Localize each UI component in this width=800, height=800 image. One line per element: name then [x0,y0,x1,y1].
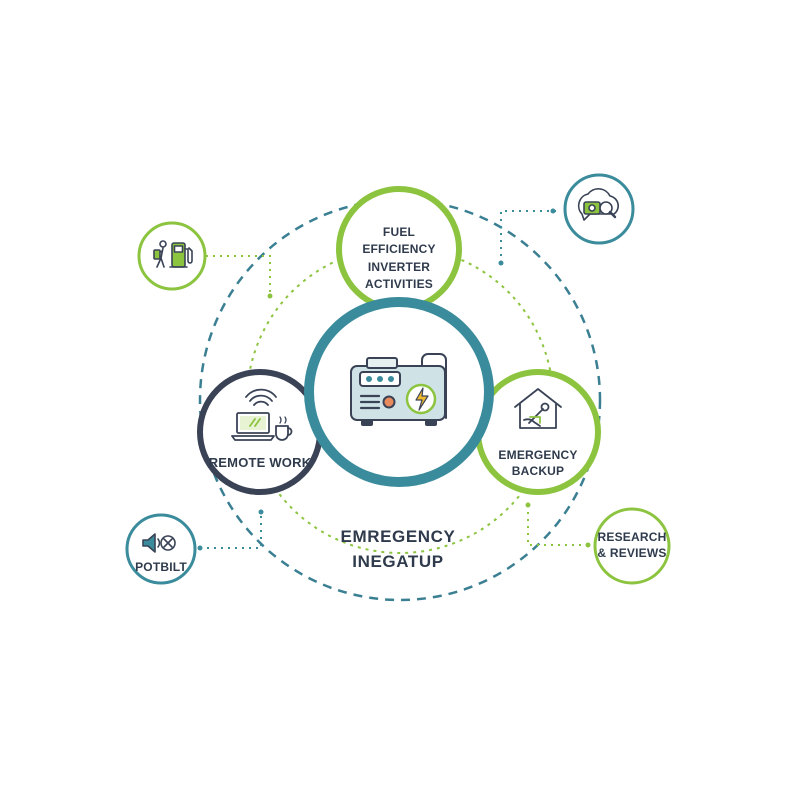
connector-dot [498,260,504,266]
center-label-line1: EMREGENCY [341,527,456,546]
fuel-label-line2: EFFICIENCY [362,242,435,256]
remote-work-label: REMOTE WORK [209,455,312,470]
outer-orbit-ring [198,198,602,602]
connector-dot [585,542,591,548]
quiet-label: POTBILT [135,560,187,574]
connector-dot [267,293,273,299]
satellite-search[interactable] [563,173,635,245]
node-remote-work[interactable]: REMOTE WORK [197,369,323,495]
node-fuel-efficiency[interactable]: FUEL EFFICIENCY INVERTER ACTIVITIES [336,186,462,312]
fuel-label-line1: FUEL [383,225,415,239]
fuel-label-line3: INVERTER [368,260,430,274]
speaker-mute-icon [142,533,176,553]
backup-label-line1: EMERGENCY [498,448,577,462]
connector-reviews [527,505,588,546]
connector-dot [525,502,531,508]
connector-quiet [200,512,262,549]
center-node[interactable] [304,297,494,487]
satellite-reviews[interactable]: RESEARCH & REVIEWS [593,507,671,585]
hiker-fuel-pump-icon [153,240,193,268]
satellite-quiet[interactable]: POTBILT [125,513,197,585]
reviews-label-line1: RESEARCH [598,530,667,544]
connector-camping [206,255,271,295]
connector-dot [258,509,264,515]
connector-dot [197,545,203,551]
backup-label-line2: BACKUP [512,464,565,478]
house-tools-icon [514,388,562,429]
camera-search-bubble-icon [577,188,619,221]
satellite-camping[interactable] [137,221,207,291]
laptop-coffee-icon [231,388,293,441]
node-emergency-backup[interactable]: EMERGENCY BACKUP [475,369,601,495]
fuel-label-line4: ACTIVITIES [365,277,433,291]
generator-icon [350,353,447,426]
reviews-label-line2: & REVIEWS [597,546,666,560]
center-label-line2: INEGATUP [352,552,443,571]
connector-search [500,210,556,262]
connector-dot [550,208,556,214]
